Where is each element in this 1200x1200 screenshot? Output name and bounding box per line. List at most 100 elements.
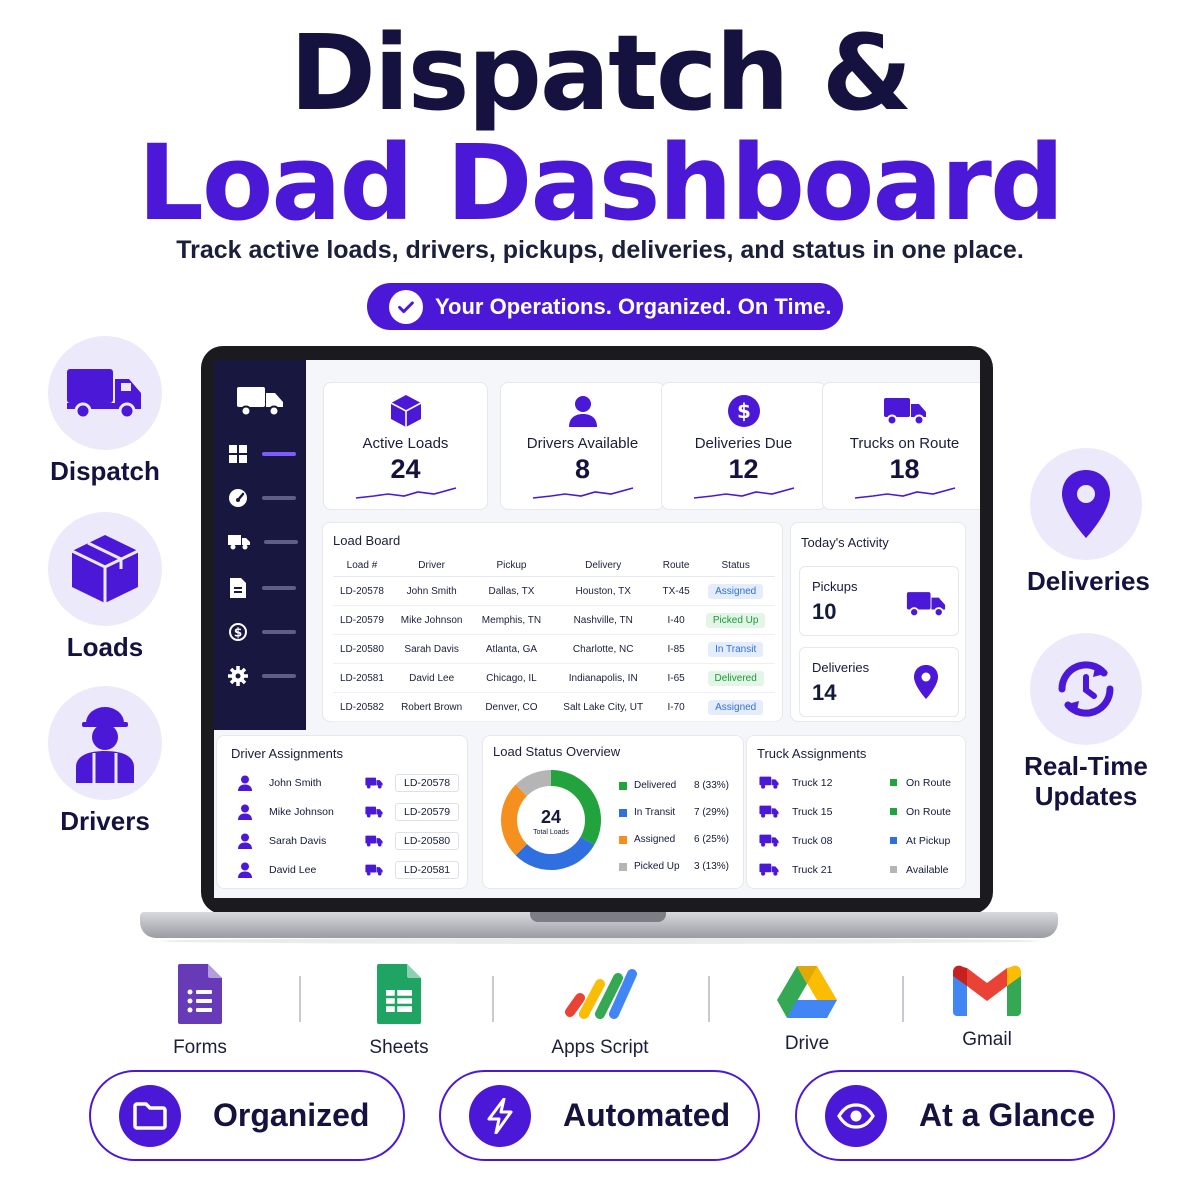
column-header: Route <box>655 555 697 577</box>
table-cell: Charlotte, NC <box>550 634 656 664</box>
divider <box>492 976 494 1022</box>
activity-pickups[interactable]: Pickups 10 <box>799 566 959 636</box>
table-cell: TX-45 <box>655 576 697 606</box>
feature-label-line-2: Updates <box>1034 781 1138 811</box>
map-pin-icon <box>1062 470 1110 538</box>
load-board-panel: Load Board Load # Driver Pickup Delivery… <box>322 522 783 722</box>
tagline-text: Your Operations. Organized. On Time. <box>435 293 832 319</box>
sidebar-item-documents[interactable] <box>228 577 296 599</box>
sidebar-item-settings[interactable] <box>228 666 296 686</box>
sidebar-indicator <box>264 540 298 544</box>
sidebar-logo-truck-icon <box>236 384 284 423</box>
status-cell: In Transit <box>696 634 775 664</box>
benefit-at-a-glance: At a Glance <box>795 1070 1115 1161</box>
truck-icon <box>883 398 926 426</box>
sidebar: $ <box>214 360 306 730</box>
subtitle: Track active loads, drivers, pickups, de… <box>176 236 1024 264</box>
donut-slice-delivered[interactable] <box>551 770 601 845</box>
truck-status: On Route <box>906 776 951 789</box>
sidebar-item-dashboard[interactable] <box>228 444 296 464</box>
column-header: Delivery <box>550 555 656 577</box>
status-cell: Picked Up <box>696 605 775 635</box>
table-cell: Mike Johnson <box>390 605 473 635</box>
donut-slice-in-transit[interactable] <box>515 837 595 870</box>
driver-name: John Smith <box>269 776 322 789</box>
status-dot <box>890 866 897 873</box>
stat-card-trucks-on-route[interactable]: Trucks on Route 18 <box>822 382 980 510</box>
sidebar-item-analytics[interactable] <box>228 488 296 508</box>
truck-name: Truck 15 <box>792 805 833 818</box>
feature-loads: Loads <box>47 512 163 662</box>
stat-value: 24 <box>390 454 421 484</box>
table-cell: Memphis, TN <box>472 605 551 635</box>
table-cell: LD-20581 <box>333 663 391 693</box>
tool-label: Gmail <box>962 1029 1012 1050</box>
driver-row[interactable]: Mike Johnson LD-20579 <box>217 797 467 826</box>
lightning-icon <box>469 1084 531 1147</box>
driver-name: Mike Johnson <box>269 805 334 818</box>
table-cell: LD-20580 <box>333 634 391 664</box>
table-cell: Houston, TX <box>550 576 656 606</box>
feature-label: Drivers <box>60 806 150 836</box>
dollar-icon: $ <box>727 395 760 427</box>
truck-icon <box>365 777 383 789</box>
stat-label: Deliveries Due <box>694 435 793 452</box>
load-id-badge: LD-20579 <box>395 802 460 821</box>
apps-script-icon <box>565 969 637 1019</box>
tool-sheets: Sheets <box>339 964 459 1059</box>
status-dot <box>890 808 897 815</box>
activity-deliveries[interactable]: Deliveries 14 <box>799 647 959 717</box>
donut-center-value: 24 <box>540 807 562 827</box>
table-cell: David Lee <box>390 663 473 693</box>
table-cell: I-40 <box>655 605 697 635</box>
stat-card-drivers-available[interactable]: Drivers Available 8 <box>500 382 665 510</box>
donut-slice-picked-up[interactable] <box>515 770 551 796</box>
driver-name: Sarah Davis <box>269 834 327 847</box>
status-badge: In Transit <box>708 641 764 657</box>
legend-swatch <box>619 781 627 790</box>
check-icon <box>389 289 423 324</box>
sidebar-indicator <box>262 586 296 590</box>
stat-card-deliveries-due[interactable]: $ Deliveries Due 12 <box>661 382 826 510</box>
tool-gmail: Gmail <box>927 964 1047 1051</box>
panel-title: Load Board <box>333 533 401 548</box>
legend-value: 6 (25%) <box>693 834 729 845</box>
donut-slice-assigned[interactable] <box>501 784 527 856</box>
sidebar-item-trucks[interactable] <box>228 533 298 551</box>
truck-name: Truck 08 <box>792 834 833 847</box>
folder-icon <box>119 1084 181 1147</box>
load-id-badge: LD-20581 <box>395 860 460 879</box>
tagline-pill: Your Operations. Organized. On Time. <box>367 283 843 330</box>
table-cell: Atlanta, GA <box>472 634 551 664</box>
feature-label-line-1: Real-Time <box>1024 751 1148 781</box>
truck-status: Available <box>906 863 949 876</box>
google-drive-icon <box>777 966 837 1018</box>
legend-label: Delivered <box>634 780 677 791</box>
stat-value: 8 <box>574 454 591 484</box>
table-cell: LD-20579 <box>333 605 391 635</box>
feature-label: Deliveries <box>1027 566 1150 596</box>
person-icon <box>568 396 597 427</box>
refresh-clock-icon <box>1058 661 1114 717</box>
stat-label: Active Loads <box>362 435 449 452</box>
sidebar-item-billing[interactable]: $ <box>228 622 296 642</box>
stat-card-active-loads[interactable]: Active Loads 24 <box>323 382 488 510</box>
eye-icon <box>825 1084 887 1147</box>
